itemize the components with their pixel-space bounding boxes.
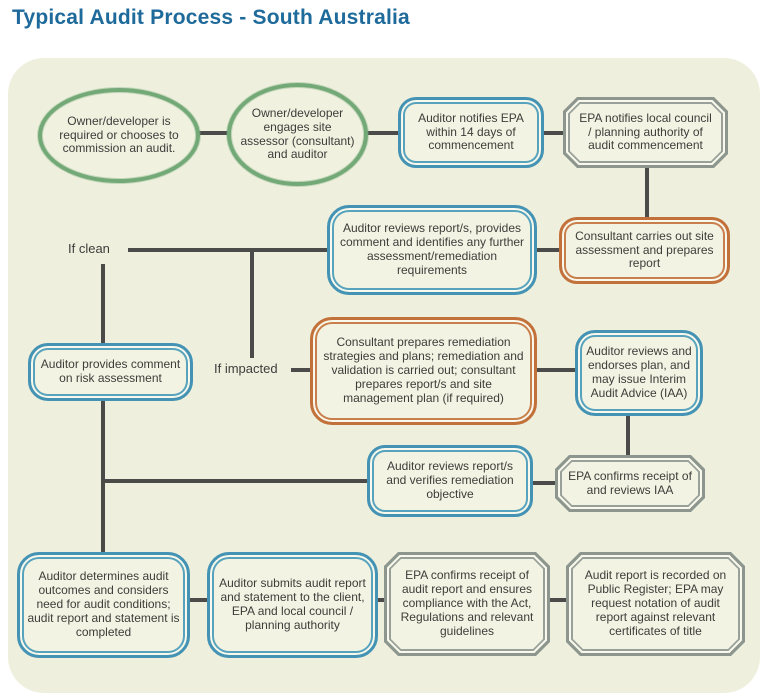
connector-line	[542, 131, 565, 135]
connector-line	[535, 248, 561, 252]
node-auditor-determines-outcomes: Auditor determines audit outcomes and co…	[17, 552, 190, 658]
node-text: Auditor submits audit report and stateme…	[219, 576, 366, 632]
node-text: Auditor determines audit outcomes and co…	[27, 569, 180, 639]
connector-line	[250, 248, 254, 358]
connector-line	[198, 131, 229, 135]
node-consultant-site-assessment: Consultant carries out site assessment a…	[559, 217, 730, 284]
node-text-wrap: Audit report is recorded on Public Regis…	[573, 559, 738, 649]
node-text: Owner/developer is required or chooses t…	[59, 113, 179, 156]
connector-line	[549, 598, 568, 602]
node-auditor-endorses-plan: Auditor reviews and endorses plan, and m…	[575, 330, 703, 416]
node-epa-notifies-council: EPA notifies local council / planning au…	[563, 97, 728, 168]
node-audit-report-recorded: Audit report is recorded on Public Regis…	[566, 552, 745, 656]
connector-line	[366, 131, 400, 135]
connector-line	[101, 264, 105, 345]
connector-line	[128, 248, 329, 252]
node-text: EPA confirms receipt of and reviews IAA	[568, 468, 692, 497]
connector-line	[531, 481, 557, 485]
connector-line	[377, 598, 386, 602]
node-text: Consultant carries out site assessment a…	[575, 228, 714, 271]
node-text: EPA notifies local council / planning au…	[579, 110, 712, 153]
node-auditor-reviews-reports: Auditor reviews report/s, provides comme…	[327, 205, 537, 295]
page-title: Typical Audit Process - South Australia	[12, 6, 410, 29]
node-owner-commission: Owner/developer is required or chooses t…	[38, 88, 200, 183]
connector-line	[189, 598, 208, 602]
node-text: Audit report is recorded on Public Regis…	[584, 568, 727, 638]
node-text: Auditor notifies EPA within 14 days of c…	[418, 110, 524, 153]
node-epa-reviews-iaa: EPA confirms receipt of and reviews IAA	[555, 455, 705, 512]
node-text-wrap: EPA notifies local council / planning au…	[570, 104, 721, 161]
node-text: Auditor provides comment on risk assessm…	[40, 357, 181, 385]
node-auditor-risk-comment: Auditor provides comment on risk assessm…	[28, 343, 193, 401]
node-consultant-remediation: Consultant prepares remediation strategi…	[310, 317, 537, 425]
connector-line	[101, 479, 369, 483]
node-auditor-verifies-objective: Auditor reviews report/s and verifies re…	[367, 445, 533, 517]
node-epa-confirms-compliance: EPA confirms receipt of audit report and…	[384, 552, 550, 656]
node-text: Auditor reviews and endorses plan, and m…	[586, 344, 692, 400]
octagon-fill	[570, 104, 721, 161]
node-auditor-submits-report: Auditor submits audit report and stateme…	[207, 552, 378, 658]
branch-label-if-impacted: If impacted	[214, 361, 278, 376]
connector-line	[645, 167, 649, 218]
connector-line	[535, 368, 577, 372]
branch-label-if-clean: If clean	[68, 241, 110, 256]
node-text: Auditor reviews report/s, provides comme…	[339, 221, 525, 277]
connector-line	[626, 414, 630, 456]
node-text: EPA confirms receipt of audit report and…	[400, 568, 534, 638]
node-text-wrap: EPA confirms receipt of and reviews IAA	[562, 462, 698, 505]
node-text: Owner/developer engages site assessor (c…	[240, 105, 355, 162]
node-text: Consultant prepares remediation strategi…	[323, 335, 524, 405]
node-text-wrap: EPA confirms receipt of audit report and…	[391, 559, 543, 649]
connector-line	[101, 399, 105, 553]
octagon-fill	[573, 559, 738, 649]
node-owner-engages: Owner/developer engages site assessor (c…	[227, 83, 368, 186]
node-auditor-notifies-epa: Auditor notifies EPA within 14 days of c…	[398, 97, 544, 168]
connector-line	[291, 368, 312, 372]
node-text: Auditor reviews report/s and verifies re…	[386, 459, 514, 501]
octagon-fill	[562, 462, 698, 505]
octagon-fill	[391, 559, 543, 649]
